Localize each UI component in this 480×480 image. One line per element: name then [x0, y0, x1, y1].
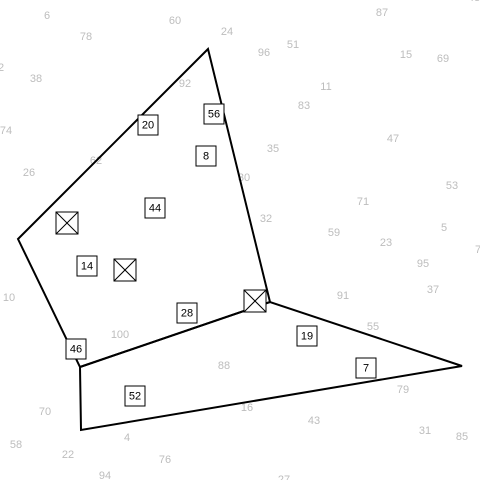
scatter-number: 71	[357, 196, 369, 208]
scatter-number: 31	[419, 425, 431, 437]
scatter-number: 85	[456, 431, 468, 443]
number-box-frame	[176, 302, 198, 324]
scatter-number: 5	[441, 222, 447, 234]
scatter-number: 23	[380, 237, 392, 249]
number-box-20[interactable]: 20	[137, 114, 159, 136]
number-box-19[interactable]: 19	[296, 325, 318, 347]
scatter-number: 6	[44, 10, 50, 22]
number-box-label: 8	[203, 151, 209, 163]
number-box-14[interactable]: 14	[76, 255, 98, 277]
scatter-number: 47	[387, 133, 399, 145]
scatter-number: 100	[111, 329, 129, 341]
scatter-number: 4	[124, 432, 130, 444]
scatter-number: 59	[328, 227, 340, 239]
upper-quadrilateral	[16, 47, 272, 369]
crossed-box-2[interactable]	[113, 258, 137, 282]
crossed-box-3[interactable]	[243, 289, 267, 313]
number-box-frame	[124, 385, 146, 407]
scatter-number: 83	[298, 100, 310, 112]
shape-layer	[16, 47, 463, 432]
scatter-number: 76	[159, 454, 171, 466]
scatter-number: 10	[3, 292, 15, 304]
number-box-8[interactable]: 8	[195, 145, 217, 167]
number-box-56[interactable]: 56	[203, 103, 225, 125]
scatter-number: 92	[179, 78, 191, 90]
cross-line	[55, 211, 79, 235]
scatter-number: 95	[417, 258, 429, 270]
number-box-46[interactable]: 46	[65, 338, 87, 360]
number-box-frame	[144, 197, 166, 219]
scatter-number: 26	[23, 167, 35, 179]
scatter-number: 91	[337, 290, 349, 302]
scatter-number: 24	[221, 26, 233, 38]
number-box-label: 52	[129, 391, 141, 403]
number-box-frame	[296, 325, 318, 347]
scatter-number: 16	[241, 402, 253, 414]
scatter-number: 70	[39, 406, 51, 418]
number-box-frame	[65, 338, 87, 360]
number-box-frame	[195, 145, 217, 167]
boxed-number-layer: 20 56 8 44 14 28 46 19 7 52	[65, 103, 377, 407]
cross-line	[113, 258, 137, 282]
number-box-7[interactable]: 7	[355, 357, 377, 379]
number-box-label: 14	[81, 261, 93, 273]
scatter-number: 7	[475, 244, 480, 256]
scatter-number: 15	[400, 49, 412, 61]
scatter-number: 79	[397, 384, 409, 396]
scatter-number: 60	[169, 15, 181, 27]
scatter-number: 88	[218, 360, 230, 372]
cross-line	[243, 289, 267, 313]
number-box-frame	[203, 103, 225, 125]
crossed-box-1[interactable]	[55, 211, 79, 235]
scatter-number: 11	[320, 81, 331, 93]
scatter-number: 48	[468, 0, 480, 4]
number-box-52[interactable]: 52	[124, 385, 146, 407]
scatter-number: 27	[278, 474, 290, 480]
number-box-label: 44	[149, 203, 161, 215]
scatter-number: 2	[0, 62, 4, 74]
scatter-number: 22	[62, 449, 74, 461]
scatter-number: 51	[287, 39, 299, 51]
scatter-number: 78	[80, 31, 92, 43]
scatter-number: 38	[30, 73, 42, 85]
number-box-label: 46	[70, 344, 82, 356]
scatter-number: 35	[267, 143, 279, 155]
number-box-label: 7	[363, 363, 369, 375]
crossed-box-layer	[55, 211, 267, 313]
number-box-label: 28	[181, 308, 193, 320]
scatter-number: 74	[0, 125, 12, 137]
scatter-number: 69	[437, 53, 449, 65]
number-box-label: 56	[208, 109, 220, 121]
number-box-frame	[76, 255, 98, 277]
scatter-number: 94	[99, 470, 111, 480]
scatter-number: 87	[376, 7, 388, 19]
scatter-number: 32	[260, 213, 272, 225]
number-box-44[interactable]: 44	[144, 197, 166, 219]
number-box-frame	[355, 357, 377, 379]
scatter-number: 58	[10, 439, 22, 451]
scatter-number: 37	[427, 284, 439, 296]
scatter-number: 96	[258, 47, 270, 59]
number-box-label: 19	[301, 331, 313, 343]
lower-quadrilateral	[78, 300, 463, 432]
scatter-number: 53	[446, 180, 458, 192]
number-box-28[interactable]: 28	[176, 302, 198, 324]
number-box-label: 20	[142, 120, 154, 132]
scatter-number: 55	[367, 321, 379, 333]
scatter-number: 43	[308, 415, 320, 427]
number-box-frame	[137, 114, 159, 136]
